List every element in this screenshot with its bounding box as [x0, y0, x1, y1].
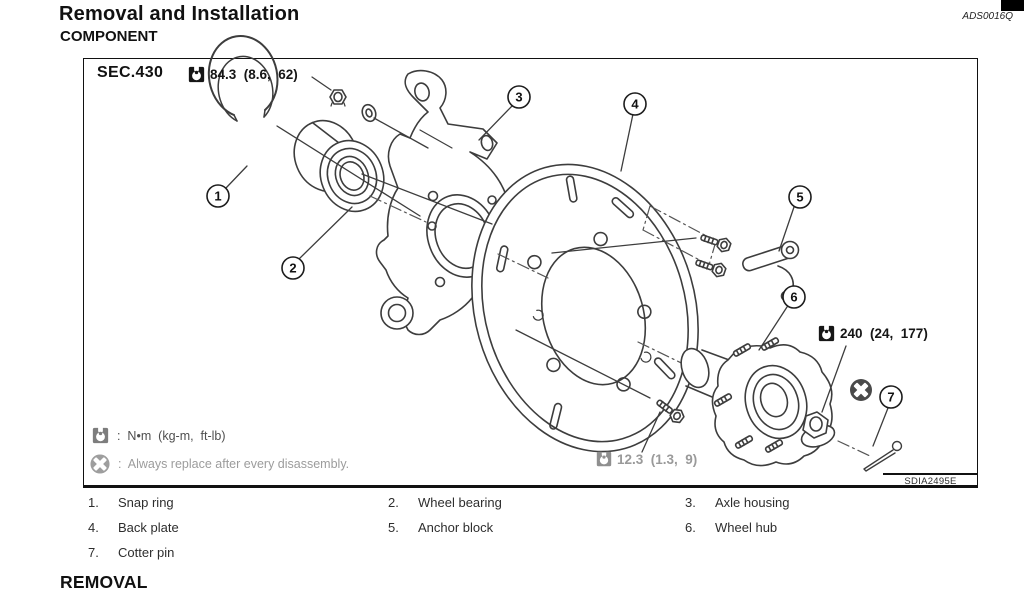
figure-frame — [83, 58, 978, 488]
replace-icon-diagram — [850, 379, 872, 401]
section-label: SEC.430 — [97, 64, 164, 81]
page-corner-mark — [1001, 0, 1024, 11]
torque-icon — [596, 451, 612, 467]
svg-text:1: 1 — [214, 189, 221, 204]
svg-text:2: 2 — [289, 261, 296, 276]
callout-3: 3 — [507, 85, 531, 109]
parts-list-item-7: 7. Cotter pin — [88, 545, 174, 560]
wheel-bearing-art — [293, 119, 385, 213]
torque-spec-240: 240 (24, 177) — [818, 325, 928, 342]
torque-spec-84: 84.3 (8.6, 62) — [188, 66, 298, 83]
svg-text:7: 7 — [887, 390, 894, 405]
svg-text:3: 3 — [515, 90, 522, 105]
snap-ring-art — [207, 35, 279, 122]
torque-icon — [92, 427, 109, 444]
part-label: Snap ring — [118, 495, 174, 510]
component-subtitle: COMPONENT — [60, 28, 158, 45]
legend-torque-row: : N•m (kg-m, ft-lb) — [92, 427, 226, 444]
part-number: 5. — [388, 520, 399, 535]
svg-text:6: 6 — [790, 290, 797, 305]
part-label: Cotter pin — [118, 545, 175, 560]
svg-text:4: 4 — [631, 97, 639, 112]
doc-code: ADS0016Q — [962, 11, 1013, 22]
part-label: Wheel hub — [715, 520, 778, 535]
part-number: 7. — [88, 545, 99, 560]
legend-torque-text: : N•m (kg-m, ft-lb) — [117, 428, 226, 443]
part-number: 2. — [388, 495, 399, 510]
parts-list-item-3: 3. Axle housing — [685, 495, 789, 510]
callout-2: 2 — [281, 256, 305, 280]
legend-replace-row: : Always replace after every disassembly… — [90, 454, 349, 474]
part-number: 1. — [88, 495, 99, 510]
callout-7: 7 — [879, 385, 903, 409]
leader-lines — [225, 76, 889, 453]
part-label: Wheel bearing — [418, 495, 502, 510]
washer-art — [361, 103, 377, 123]
figure-code: SDIA2495E — [883, 473, 978, 490]
parts-list-item-4: 4. Back plate — [88, 520, 179, 535]
legend-replace-text: : Always replace after every disassembly… — [118, 457, 350, 471]
removal-heading: REMOVAL — [60, 572, 148, 592]
svg-text:5: 5 — [796, 190, 803, 205]
part-number: 3. — [685, 495, 696, 510]
center-lines — [369, 195, 871, 457]
page-title: Removal and Installation — [59, 3, 300, 25]
torque-icon — [188, 66, 205, 83]
nut-art — [329, 89, 347, 107]
callout-6: 6 — [782, 285, 806, 309]
parts-list-item-2: 2. Wheel bearing — [388, 495, 502, 510]
back-plate-art — [471, 163, 699, 453]
part-label: Anchor block — [418, 520, 494, 535]
torque-value: 240 (24, 177) — [840, 326, 928, 341]
parts-list-item-1: 1. Snap ring — [88, 495, 174, 510]
part-label: Axle housing — [715, 495, 790, 510]
callout-5: 5 — [788, 185, 812, 209]
callouts: 1 2 3 4 5 6 7 — [206, 85, 903, 409]
part-number: 6. — [685, 520, 696, 535]
torque-icon — [818, 325, 835, 342]
callout-4: 4 — [623, 92, 647, 116]
parts-list-item-5: 5. Anchor block — [388, 520, 493, 535]
torque-value: 84.3 (8.6, 62) — [210, 67, 298, 82]
part-label: Back plate — [118, 520, 179, 535]
parts-list-item-6: 6. Wheel hub — [685, 520, 777, 535]
torque-spec-12: 12.3 (1.3, 9) — [596, 451, 697, 467]
part-number: 4. — [88, 520, 99, 535]
torque-value: 12.3 (1.3, 9) — [617, 451, 698, 467]
callout-1: 1 — [206, 184, 230, 208]
cotter-pin-art — [863, 440, 903, 472]
hub-nut-art — [800, 411, 836, 448]
replace-icon — [90, 454, 110, 474]
